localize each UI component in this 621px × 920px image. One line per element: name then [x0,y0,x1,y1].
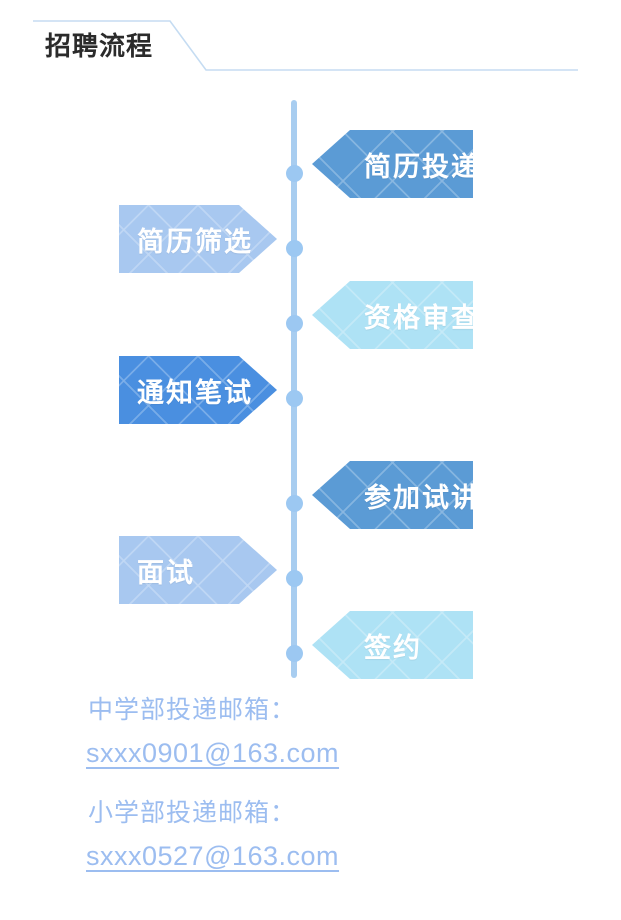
flow-step-label: 签约 [364,632,422,663]
email-group-middle-school: 中学部投递邮箱： sxxx0901@163.com [0,690,621,769]
timeline-dot-5 [286,495,303,512]
timeline-dot-3 [286,315,303,332]
flow-step-texture [119,356,277,424]
email-label-middle-school: 中学部投递邮箱： [88,696,297,724]
flow-step-fill [312,130,473,198]
flow-step-5[interactable]: 参加试讲 [312,461,473,529]
flow-step-1[interactable]: 简历投递 [312,130,473,198]
flow-step-label: 通知笔试 [137,377,253,408]
flow-step-texture [312,461,473,529]
flow-step-texture [312,130,473,198]
flow-step-4[interactable]: 通知笔试 [119,356,277,424]
flow-step-fill [119,536,277,604]
recruitment-flow-diagram: 简历投递简历筛选资格审查通知笔试参加试讲面试签约 [0,95,621,685]
flow-step-label: 简历投递 [364,151,480,182]
flow-step-label: 简历筛选 [137,226,253,257]
flow-step-6[interactable]: 面试 [119,536,277,604]
email-contact-section: 中学部投递邮箱： sxxx0901@163.com 小学部投递邮箱： sxxx0… [0,690,621,888]
flow-step-texture [312,611,473,679]
flow-step-texture [119,205,277,273]
email-label-primary-school: 小学部投递邮箱： [88,799,297,827]
timeline-dot-2 [286,240,303,257]
flow-step-fill [312,281,473,349]
timeline-spine [291,100,297,678]
flow-step-fill [119,205,277,273]
page-header: 招聘流程 [0,0,621,95]
timeline-dot-4 [286,390,303,407]
flow-step-2[interactable]: 简历筛选 [119,205,277,273]
timeline-dot-1 [286,165,303,182]
timeline-dot-6 [286,570,303,587]
email-group-primary-school: 小学部投递邮箱： sxxx0527@163.com [0,793,621,872]
flow-step-label: 资格审查 [364,302,480,333]
flow-step-fill [119,356,277,424]
flow-step-texture [119,536,277,604]
flow-step-label: 面试 [137,557,195,588]
email-address-primary-school[interactable]: sxxx0527@163.com [86,841,340,871]
flow-step-label: 参加试讲 [364,482,480,513]
page-title: 招聘流程 [45,31,154,61]
flow-step-7[interactable]: 签约 [312,611,473,679]
flow-step-fill [312,461,473,529]
timeline-dot-7 [286,645,303,662]
flow-step-fill [312,611,473,679]
flow-step-3[interactable]: 资格审查 [312,281,473,349]
flow-step-texture [312,281,473,349]
email-address-middle-school[interactable]: sxxx0901@163.com [86,738,340,768]
